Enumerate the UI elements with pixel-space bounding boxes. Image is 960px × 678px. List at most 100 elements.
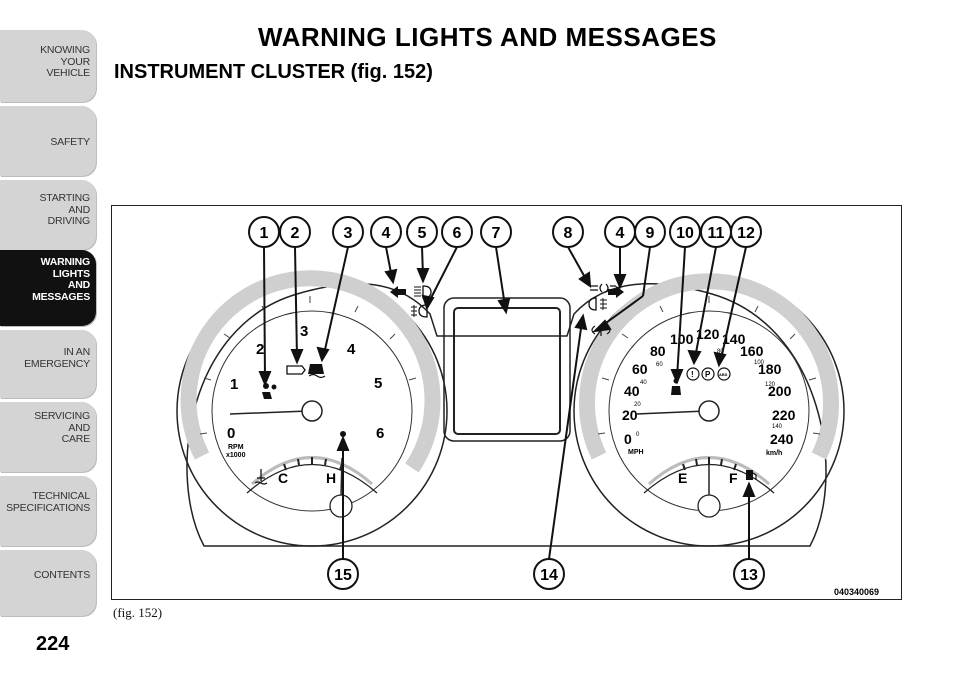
figure-code: 040340069: [834, 587, 879, 597]
callout: 4: [370, 216, 402, 248]
callout-number: 12: [737, 225, 755, 242]
mph-unit: MPH: [628, 449, 644, 456]
mph-number: 20: [622, 407, 638, 423]
kmh-minor-number: 40: [640, 380, 647, 386]
kmh-number: 240: [770, 431, 794, 447]
tach-needle-hub: [301, 400, 323, 422]
callout-number: 11: [708, 225, 725, 242]
callout: 11: [700, 216, 732, 248]
callout: 10: [669, 216, 701, 248]
mph-number: 0: [624, 431, 632, 447]
callout-number: 9: [646, 225, 655, 242]
callout-number: 4: [616, 225, 625, 242]
callout-number: 6: [453, 225, 462, 242]
fuel-full-label: F: [729, 470, 738, 486]
callout: 12: [730, 216, 762, 248]
kmh-minor-number: 100: [754, 360, 765, 366]
mph-number: 140: [722, 331, 746, 347]
parking-brake-icon: P: [701, 367, 715, 381]
tab-label: IN AN EMERGENCY: [24, 346, 90, 370]
tach-unit: x1000: [226, 452, 246, 459]
section-heading: INSTRUMENT CLUSTER (fig. 152): [114, 61, 433, 83]
headlight-on-icon: [590, 283, 616, 293]
abs-warning-icon: ABS: [717, 367, 731, 381]
kmh-minor-number: 140: [772, 424, 783, 430]
fuel-empty-label: E: [678, 470, 687, 486]
tab-in-an-emergency[interactable]: IN AN EMERGENCY: [0, 330, 96, 398]
tab-knowing-your-vehicle[interactable]: KNOWING YOUR VEHICLE: [0, 30, 96, 102]
callout: 14: [533, 558, 565, 590]
airbag-warning-icon: [262, 383, 277, 399]
mph-number: 60: [632, 361, 648, 377]
callout-number: 4: [382, 225, 391, 242]
instrument-cluster-figure: 0 1 2 3 4 5 6 RPM x1000 C H: [111, 205, 902, 600]
cluster-housing: [186, 283, 827, 547]
coolant-temperature-icon: [254, 469, 268, 485]
turn-signal-right-icon: [608, 286, 624, 298]
tab-label: TECHNICAL SPECIFICATIONS: [6, 490, 90, 514]
mph-number: 80: [650, 343, 666, 359]
tab-starting-and-driving[interactable]: STARTING AND DRIVING: [0, 180, 96, 250]
tab-label: WARNING LIGHTS AND MESSAGES: [32, 256, 90, 303]
svg-text:ABS: ABS: [719, 372, 728, 377]
tach-unit: RPM: [228, 444, 244, 451]
page-number: 224: [36, 633, 70, 655]
kmh-number: 180: [758, 361, 782, 377]
tab-label: SAFETY: [50, 136, 90, 148]
callout: 8: [552, 216, 584, 248]
svg-text:!: !: [691, 370, 694, 379]
callout-number: 2: [291, 225, 300, 242]
speedo-needle-hub: [698, 400, 720, 422]
mph-number: 40: [624, 383, 640, 399]
tab-label: STARTING AND DRIVING: [39, 192, 90, 227]
tach-number: 1: [230, 376, 238, 393]
security-indicator-icon: [340, 431, 346, 437]
mph-number: 120: [696, 326, 720, 342]
callout-number: 5: [418, 225, 427, 242]
mph-number: 100: [670, 331, 694, 347]
tach-number: 6: [376, 425, 384, 442]
callout: 1: [248, 216, 280, 248]
callout-number: 1: [260, 225, 269, 242]
svg-text:P: P: [705, 370, 711, 379]
callout-number: 8: [564, 225, 573, 242]
center-display: [453, 307, 561, 435]
callout-number: 14: [540, 567, 558, 584]
tach-number: 3: [300, 323, 308, 340]
tab-label: KNOWING YOUR VEHICLE: [40, 44, 90, 79]
callout: 4: [604, 216, 636, 248]
tab-label: CONTENTS: [33, 569, 90, 581]
electronic-stability-icon: [308, 364, 326, 379]
chapter-sidebar: KNOWING YOUR VEHICLE SAFETY STARTING AND…: [0, 0, 100, 678]
kmh-minor-number: 20: [634, 402, 641, 408]
callout: 9: [634, 216, 666, 248]
tab-safety[interactable]: SAFETY: [0, 106, 96, 176]
tab-servicing-and-care[interactable]: SERVICING AND CARE: [0, 402, 96, 472]
tab-technical-specifications[interactable]: TECHNICAL SPECIFICATIONS: [0, 476, 96, 546]
kmh-minor-number: 120: [765, 382, 776, 388]
fuel-pump-icon: [746, 470, 757, 480]
callout-number: 15: [334, 567, 352, 584]
tachometer: 0 1 2 3 4 5 6 RPM x1000 C H: [176, 270, 448, 547]
callout-number: 7: [492, 225, 501, 242]
brake-warning-icon: !: [686, 367, 700, 381]
tab-contents[interactable]: CONTENTS: [0, 550, 96, 616]
callout: 15: [327, 558, 359, 590]
front-fog-light-icon: [411, 304, 428, 318]
kmh-minor-number: 80: [717, 349, 724, 355]
callout: 7: [480, 216, 512, 248]
callout: 2: [279, 216, 311, 248]
callout: 13: [733, 558, 765, 590]
page-title: WARNING LIGHTS AND MESSAGES: [258, 22, 717, 52]
callout: 3: [332, 216, 364, 248]
tach-number: 5: [374, 375, 382, 392]
kmh-number: 200: [768, 383, 792, 399]
kmh-number: 220: [772, 407, 796, 423]
tab-warning-lights-and-messages[interactable]: WARNING LIGHTS AND MESSAGES: [0, 250, 96, 326]
tach-number: 0: [227, 425, 235, 442]
kmh-minor-number: 60: [656, 362, 663, 368]
temp-high-label: H: [326, 470, 336, 486]
kmh-minor-number: 0: [636, 432, 640, 438]
tach-number: 2: [256, 341, 264, 358]
kmh-number: 160: [740, 343, 764, 359]
